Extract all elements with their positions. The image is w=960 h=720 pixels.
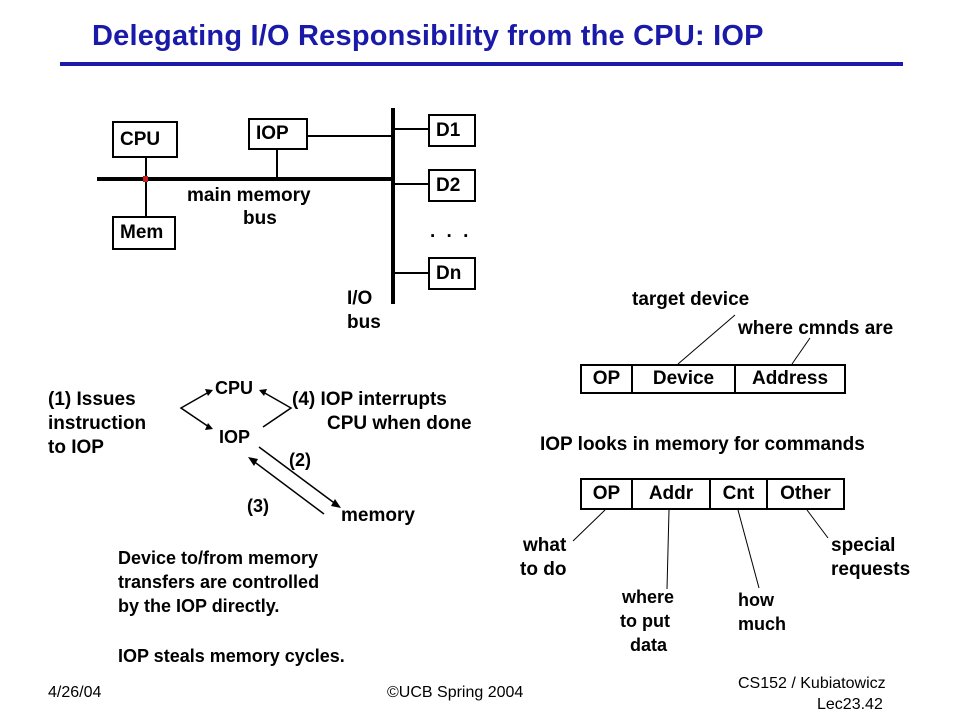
note-line-1: Device to/from memory [118,548,319,568]
page-title: Delegating I/O Responsibility from the C… [92,20,764,52]
d2-box: D2 [428,169,476,202]
mem-box: Mem [112,216,176,250]
iop-box: IOP [248,118,308,150]
field-addr: Addr [633,480,711,508]
field-op-2: OP [582,480,633,508]
field-device: Device [633,366,736,392]
main-bus-label-1: main memory [187,185,311,206]
where-cmnds-label: where cmnds are [738,318,894,339]
step3-label: (3) [247,496,269,516]
flow-iop-label: IOP [219,427,251,447]
format2-heading: IOP looks in memory for commands [540,434,865,455]
pointer-what-to-do [572,509,606,542]
special-label-1: special [831,535,896,556]
footer-date: 4/26/04 [48,684,102,701]
where-put-label-1: where [622,587,675,607]
pointer-where-cmnds [791,337,811,365]
note-line-3: by the IOP directly. [118,596,280,616]
io-bus-label-1: I/O [347,288,373,309]
io-bus-label-2: bus [347,312,381,333]
step1-label-1: (1) Issues [48,389,136,410]
main-bus-label-2: bus [243,208,277,229]
field-other: Other [780,483,831,504]
field-address: Address [751,368,829,389]
what-label-1: what [523,535,567,556]
special-label-2: requests [831,559,911,580]
flow-arrow-2 [258,446,338,506]
command-format-1: OP Device Address [580,364,846,394]
flow-arrow-3 [251,459,325,515]
step4-label-2: CPU when done [327,413,472,434]
note-line-4: IOP steals memory cycles. [118,646,345,666]
field-op: OP [582,366,633,392]
dn-box: Dn [428,257,476,290]
step1-label-2: instruction [48,413,147,434]
where-put-label-2: to put [620,611,670,631]
flow-arrow-1 [179,391,210,428]
step2-label: (2) [289,450,311,470]
bus-junction-dot [143,176,148,182]
flow-arrow-4 [262,391,293,428]
command-format-2: OP Addr Cnt Other [580,478,845,510]
device-ellipsis: . . . [430,221,472,242]
step1-label-3: to IOP [48,437,104,458]
footer-copyright: ©UCB Spring 2004 [387,684,524,701]
pointer-special [806,509,829,539]
what-label-2: to do [520,559,567,580]
footer-lecture: Lec23.42 [817,696,883,713]
d1-box: D1 [428,114,476,147]
target-device-label: target device [632,289,750,310]
how-much-label-2: much [738,614,787,634]
memory-label: memory [341,505,415,526]
field-cnt: Cnt [711,480,768,508]
footer-course: CS152 / Kubiatowicz [738,675,886,692]
pointer-target-device [677,314,736,365]
flow-cpu-label: CPU [215,378,254,398]
pointer-where-to-put [666,509,670,590]
how-much-label-1: how [738,590,774,610]
where-put-label-3: data [630,635,668,655]
pointer-how-much [737,509,760,589]
note-line-2: transfers are controlled [118,572,320,592]
cpu-box: CPU [112,121,178,158]
step4-label-1: (4) IOP interrupts [292,389,447,410]
